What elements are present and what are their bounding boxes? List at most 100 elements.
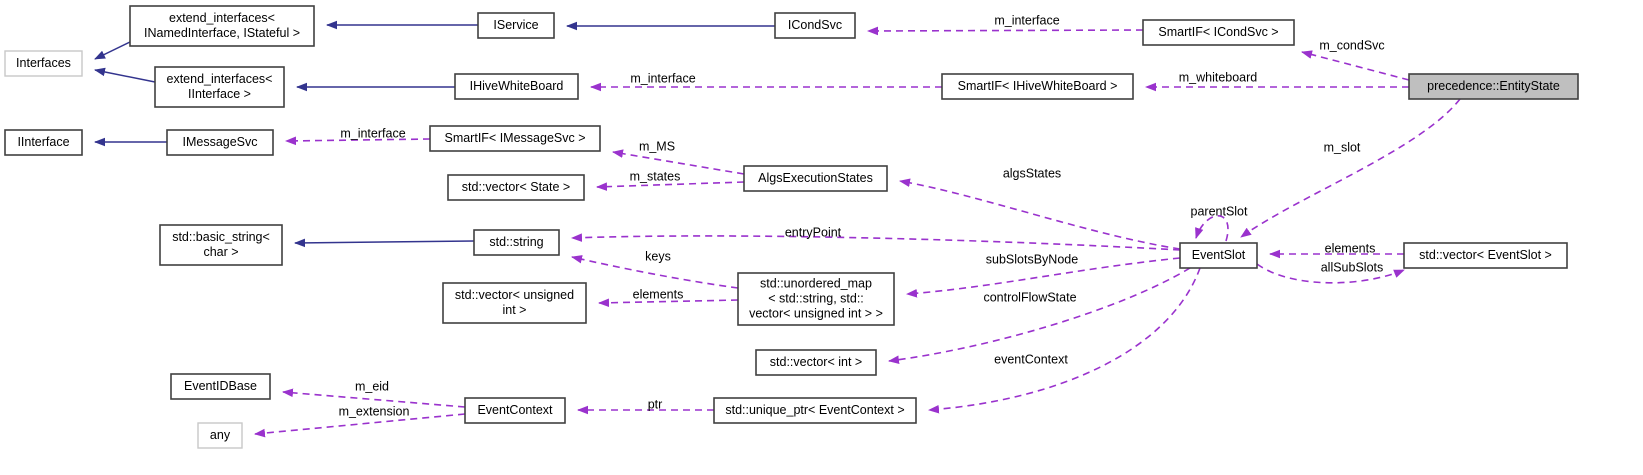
node-label-basic_string: std::basic_string< <box>172 230 270 244</box>
edge-label-l_elements_slots: elements <box>1325 241 1376 255</box>
node-label-any: any <box>210 428 231 442</box>
node-box-smartif_imessagesvc[interactable] <box>429 125 601 152</box>
edge-stdstring-to-basicstring <box>294 238 475 248</box>
edge-label-l_m_ms: m_MS <box>639 139 675 153</box>
node-box-any[interactable] <box>197 422 243 449</box>
node-interfaces[interactable]: Interfaces <box>4 50 83 77</box>
node-vector_state[interactable]: std::vector< State > <box>447 174 585 201</box>
node-iservice[interactable]: IService <box>477 12 555 39</box>
node-algsexecutionstates[interactable]: AlgsExecutionStates <box>743 165 888 192</box>
node-box-ihivewhiteboard[interactable] <box>454 73 579 100</box>
node-label-imessagesvc: IMessageSvc <box>182 135 257 149</box>
edge-label-l_algsstates: algsStates <box>1003 166 1061 180</box>
node-box-std_string[interactable] <box>473 229 560 256</box>
node-imessagesvc[interactable]: IMessageSvc <box>166 129 274 156</box>
node-box-extend_named[interactable] <box>129 5 315 47</box>
node-box-icondsvc[interactable] <box>774 12 856 39</box>
node-extend_named[interactable]: extend_interfaces<INamedInterface, IStat… <box>129 5 315 47</box>
node-box-imessagesvc[interactable] <box>166 129 274 156</box>
edge-label-l_m_whiteboard: m_whiteboard <box>1179 70 1258 84</box>
node-label-algsexecutionstates: AlgsExecutionStates <box>758 171 873 185</box>
node-smartif_icondsvc[interactable]: SmartIF< ICondSvc > <box>1142 19 1295 46</box>
node-vector_eventslot[interactable]: std::vector< EventSlot > <box>1403 242 1568 269</box>
edge-algsexecutionstates-to-vector-state <box>596 181 745 191</box>
node-box-smartif_ihivewhiteboard[interactable] <box>941 73 1134 100</box>
node-label-std_string: std::string <box>489 235 543 249</box>
node-label-eventcontext: EventContext <box>477 403 553 417</box>
edge-eventslot-to-vector-eventslot-allsubslots <box>1256 263 1405 284</box>
node-vector_int[interactable]: std::vector< int > <box>755 349 877 376</box>
node-label-extend_iinterface: IInterface > <box>188 87 251 101</box>
node-ihivewhiteboard[interactable]: IHiveWhiteBoard <box>454 73 579 100</box>
edge-label-l_m_extension: m_extension <box>339 404 410 418</box>
node-box-basic_string[interactable] <box>159 224 283 266</box>
edge-unorderedmap-to-stdstring-keys <box>571 255 739 289</box>
node-label-basic_string: char > <box>203 245 238 259</box>
node-box-vector_eventslot[interactable] <box>1403 242 1568 269</box>
node-box-unique_ptr_eventcontext[interactable] <box>713 397 917 424</box>
node-label-iservice: IService <box>493 18 538 32</box>
edge-label-l_m_interface_ihive: m_interface <box>630 71 695 85</box>
node-eventcontext[interactable]: EventContext <box>464 397 566 424</box>
node-label-entitystate: precedence::EntityState <box>1427 79 1560 93</box>
edge-label-l_m_eid: m_eid <box>355 379 389 393</box>
node-eventidbase[interactable]: EventIDBase <box>170 373 271 400</box>
node-iinterface[interactable]: IInterface <box>4 129 83 156</box>
node-entitystate[interactable]: precedence::EntityState <box>1408 73 1579 100</box>
node-label-unordered_map: vector< unsigned int > > <box>749 306 883 320</box>
node-label-unordered_map: std::unordered_map <box>760 276 872 290</box>
node-box-algsexecutionstates[interactable] <box>743 165 888 192</box>
node-label-icondsvc: ICondSvc <box>788 18 842 32</box>
edge-label-l_m_interface_imsg: m_interface <box>340 126 405 140</box>
node-box-smartif_icondsvc[interactable] <box>1142 19 1295 46</box>
node-label-interfaces: Interfaces <box>16 56 71 70</box>
node-unordered_map[interactable]: std::unordered_map< std::string, std::ve… <box>737 272 895 326</box>
node-label-extend_named: INamedInterface, IStateful > <box>144 26 300 40</box>
node-label-unique_ptr_eventcontext: std::unique_ptr< EventContext > <box>725 403 904 417</box>
node-box-entitystate[interactable] <box>1408 73 1579 100</box>
edge-entitystate-to-smartif-icondsvc <box>1301 50 1410 81</box>
node-unique_ptr_eventcontext[interactable]: std::unique_ptr< EventContext > <box>713 397 917 424</box>
node-box-eventslot[interactable] <box>1179 242 1258 269</box>
node-label-smartif_ihivewhiteboard: SmartIF< IHiveWhiteBoard > <box>958 79 1118 93</box>
node-extend_iinterface[interactable]: extend_interfaces<IInterface > <box>154 66 285 108</box>
edge-eventslot-to-unique-ptr-eventcontext <box>928 267 1201 414</box>
node-box-vector_int[interactable] <box>755 349 877 376</box>
node-label-smartif_imessagesvc: SmartIF< IMessageSvc > <box>444 131 585 145</box>
node-box-eventcontext[interactable] <box>464 397 566 424</box>
node-box-extend_iinterface[interactable] <box>154 66 285 108</box>
node-box-iinterface[interactable] <box>4 129 83 156</box>
node-icondsvc[interactable]: ICondSvc <box>774 12 856 39</box>
edge-label-l_controlflowstate: controlFlowState <box>983 290 1076 304</box>
node-box-eventidbase[interactable] <box>170 373 271 400</box>
edge-label-l_allsubslots: allSubSlots <box>1321 260 1384 274</box>
edge-label-l_ptr: ptr <box>648 397 663 411</box>
edge-layer <box>94 20 1461 438</box>
node-basic_string[interactable]: std::basic_string<char > <box>159 224 283 266</box>
node-box-vector_unsigned_int[interactable] <box>442 282 587 324</box>
node-std_string[interactable]: std::string <box>473 229 560 256</box>
edge-label-l_m_states: m_states <box>630 169 681 183</box>
edge-eventslot-to-vector-int <box>888 267 1191 364</box>
node-any[interactable]: any <box>197 422 243 449</box>
node-smartif_imessagesvc[interactable]: SmartIF< IMessageSvc > <box>429 125 601 152</box>
node-box-vector_state[interactable] <box>447 174 585 201</box>
edge-smartif-imessagesvc-to-imessagesvc <box>285 136 431 146</box>
edge-label-l_m_condsvc: m_condSvc <box>1319 38 1384 52</box>
node-smartif_ihivewhiteboard[interactable]: SmartIF< IHiveWhiteBoard > <box>941 73 1134 100</box>
node-box-iservice[interactable] <box>477 12 555 39</box>
edge-eventcontext-to-eventidbase <box>282 388 466 408</box>
edge-label-layer: m_interface m_condSvc m_interface m_whitebo… <box>339 13 1385 418</box>
edge-eventslot-to-stdstring-entrypoint <box>571 233 1181 251</box>
edge-algsexecutionstates-to-smartif-imessagesvc <box>612 149 745 175</box>
node-box-unordered_map[interactable] <box>737 272 895 326</box>
node-eventslot[interactable]: EventSlot <box>1179 242 1258 269</box>
node-label-extend_iinterface: extend_interfaces< <box>167 72 273 86</box>
edge-extend-iinterface-to-interfaces <box>94 67 156 83</box>
node-label-vector_int: std::vector< int > <box>770 355 862 369</box>
node-box-interfaces[interactable] <box>4 50 83 77</box>
edge-eventslot-parentslot-self <box>1195 215 1229 242</box>
